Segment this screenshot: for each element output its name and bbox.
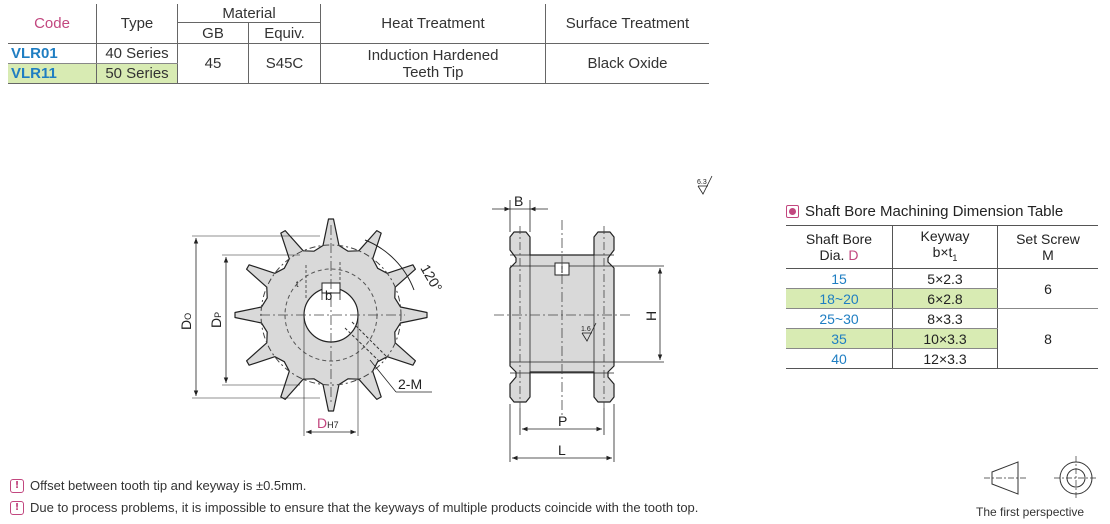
table-row: VLR01 40 Series 45 S45C Induction Harden… [8,43,709,84]
p-dimension [519,408,605,435]
shaft-bore-header: Shaft Bore Dia. D [786,225,893,269]
code-header: Code [8,4,97,44]
heat-treatment-line2: Teeth Tip [402,63,464,81]
b-label: B [514,193,523,209]
note-keyway: ! Due to process problems, it is impossi… [10,500,698,515]
warning-icon: ! [10,500,24,515]
set-screw-header: Set Screw M [997,225,1098,269]
l-label: L [558,442,566,458]
l-dimension [509,404,615,462]
bore-table-title: Shaft Bore Machining Dimension Table [786,203,1063,220]
table-row: 18~20 6×2.8 [786,288,1098,309]
heat-treatment-line1: Induction Hardened [367,46,499,64]
keyway-cell: 10×3.3 [892,328,998,349]
dia-cell: 40 [786,348,893,369]
bore-label: DH7 [317,415,339,431]
dia-cell: 25~30 [786,308,893,329]
table-row: 15 5×2.3 6 [786,268,1098,309]
roughness-symbol-bore: 1.6 [581,322,597,342]
svg-text:1.6: 1.6 [581,326,591,333]
svg-text:6.3: 6.3 [697,179,707,186]
do-label: DO [178,313,194,330]
equiv-header: Equiv. [248,22,321,44]
b-dimension [492,200,548,232]
equiv-cell: S45C [248,43,321,84]
first-angle-projection-icon [984,456,1098,500]
set-screw-label: 2-M [398,376,422,392]
table-row: 40 12×3.3 [786,348,1098,369]
dia-cell: 15 [786,268,893,289]
note-text: Due to process problems, it is impossibl… [30,500,699,515]
table-row: 25~30 8×3.3 8 [786,308,1098,369]
set-screw-cell: 8 [997,308,1098,369]
gb-header: GB [177,22,249,44]
bore-table-title-text: Shaft Bore Machining Dimension Table [805,203,1064,220]
material-table: Code Type Material Heat Treatment Surfac… [8,4,709,84]
heat-treatment-header: Heat Treatment [320,4,546,44]
dia-cell: 18~20 [786,288,893,309]
side-view-centerlines [494,220,630,418]
set-screw-cell: 6 [997,268,1098,309]
type-cell: 40 Series [96,43,178,64]
surface-treatment-header: Surface Treatment [545,4,709,44]
code-cell: VLR11 [8,63,97,84]
heat-treatment-cell: Induction Hardened Teeth Tip [320,43,546,84]
angle-label: 120° [417,262,445,295]
section-marker-icon [786,205,799,218]
table-row: VLR11 50 Series [8,63,709,84]
keyway-cell: 5×2.3 [892,268,998,289]
keyway-cell: 8×3.3 [892,308,998,329]
table-row: 35 10×3.3 [786,328,1098,349]
keyway-cell: 6×2.8 [892,288,998,309]
note-offset: ! Offset between tooth tip and keyway is… [10,478,306,493]
dp-label: DP [208,312,224,328]
warning-icon: ! [10,478,24,493]
keyway-b-label: b [325,288,332,303]
type-header: Type [96,4,178,44]
p-label: P [558,413,567,429]
h-dimension [614,265,664,363]
perspective-label: The first perspective [976,505,1085,519]
dia-cell: 35 [786,328,893,349]
h-label: H [643,311,659,321]
gb-cell: 45 [177,43,249,84]
keyway-header: Keyway b×t1 [892,225,998,269]
keyway-cell: 12×3.3 [892,348,998,369]
bore-dimension-table: Shaft Bore Dia. D Keyway b×t1 Set Screw … [786,225,1098,369]
keyway-t1-label: t [296,279,299,289]
material-header: Material [177,4,321,23]
type-cell: 50 Series [96,63,178,84]
code-cell: VLR01 [8,43,97,64]
roughness-symbol-top: 6.3 [697,175,713,195]
sprocket-front-view: 120° b t DO DP DH7 2-M [178,218,446,436]
surface-treatment-cell: Black Oxide [545,43,709,84]
note-text: Offset between tooth tip and keyway is ±… [30,478,307,493]
